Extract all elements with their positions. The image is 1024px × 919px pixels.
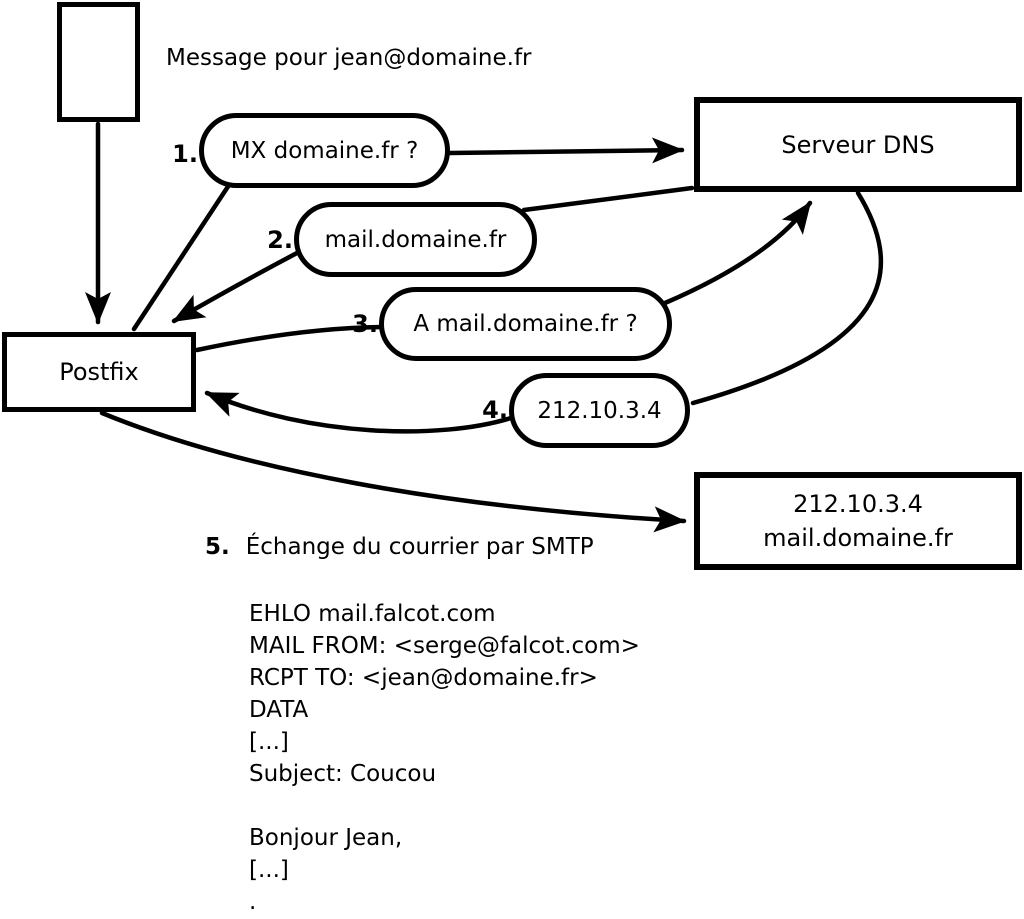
step4-number: 4.	[482, 396, 508, 424]
line-dns-to-reply4	[690, 190, 884, 406]
step5-label: Échange du courrier par SMTP	[245, 534, 594, 560]
smtp-line-ehlo: EHLO mail.falcot.com	[249, 601, 496, 627]
smtp-line-data: DATA	[249, 697, 309, 723]
step3-number: 3.	[352, 310, 378, 338]
arrow-reply4-to-postfix	[204, 390, 514, 434]
postfix-label: Postfix	[59, 358, 139, 386]
reply-pill-mailhost-label: mail.domaine.fr	[324, 226, 507, 253]
step5-number: 5.	[205, 534, 230, 560]
query-pill-mx-label: MX domaine.fr ?	[230, 137, 419, 164]
smtp-session-transcript: EHLO mail.falcot.com MAIL FROM: <serge@f…	[249, 598, 640, 918]
reply-pill-ip-label: 212.10.3.4	[537, 397, 662, 424]
step1-number: 1.	[172, 140, 198, 168]
query-pill-mx: MX domaine.fr ?	[199, 113, 450, 188]
smtp-line-greeting: Bonjour Jean,	[249, 825, 403, 851]
query-pill-a-record-label: A mail.domaine.fr ?	[413, 311, 638, 337]
smtp-line-ellipsis-2: [...]	[249, 857, 289, 883]
arrow-query3-to-dns	[662, 200, 813, 306]
arrow-query1-to-dns	[447, 137, 685, 164]
destination-ip: 212.10.3.4	[793, 490, 923, 518]
arrow-reply2-to-postfix	[171, 250, 300, 324]
reply-pill-mailhost: mail.domaine.fr	[294, 202, 537, 277]
dns-server-box: Serveur DNS	[694, 97, 1022, 192]
smtp-line-ellipsis-1: [...]	[249, 729, 289, 755]
smtp-line-mail-from: MAIL FROM: <serge@falcot.com>	[249, 633, 640, 659]
message-box	[57, 2, 140, 122]
postfix-box: Postfix	[2, 332, 196, 412]
line-postfix-to-query1	[131, 182, 232, 332]
query-pill-a-record: A mail.domaine.fr ?	[379, 287, 672, 361]
smtp-line-blank	[249, 790, 640, 822]
smtp-line-terminator: .	[249, 889, 257, 915]
step5-caption: 5. Échange du courrier par SMTP	[205, 534, 594, 560]
smtp-line-subject: Subject: Coucou	[249, 761, 437, 787]
line-postfix-to-query3	[194, 324, 385, 353]
message-note: Message pour jean@domaine.fr	[166, 45, 532, 71]
dns-server-label: Serveur DNS	[781, 130, 935, 159]
destination-server-box: 212.10.3.4 mail.domaine.fr	[694, 472, 1022, 570]
step2-number: 2.	[267, 226, 293, 254]
smtp-line-rcpt-to: RCPT TO: <jean@domaine.fr>	[249, 665, 598, 691]
reply-pill-ip: 212.10.3.4	[509, 373, 690, 448]
destination-hostname: mail.domaine.fr	[763, 524, 953, 552]
line-dns-to-reply2	[521, 185, 695, 213]
arrow-postfix-to-destination	[99, 410, 687, 533]
